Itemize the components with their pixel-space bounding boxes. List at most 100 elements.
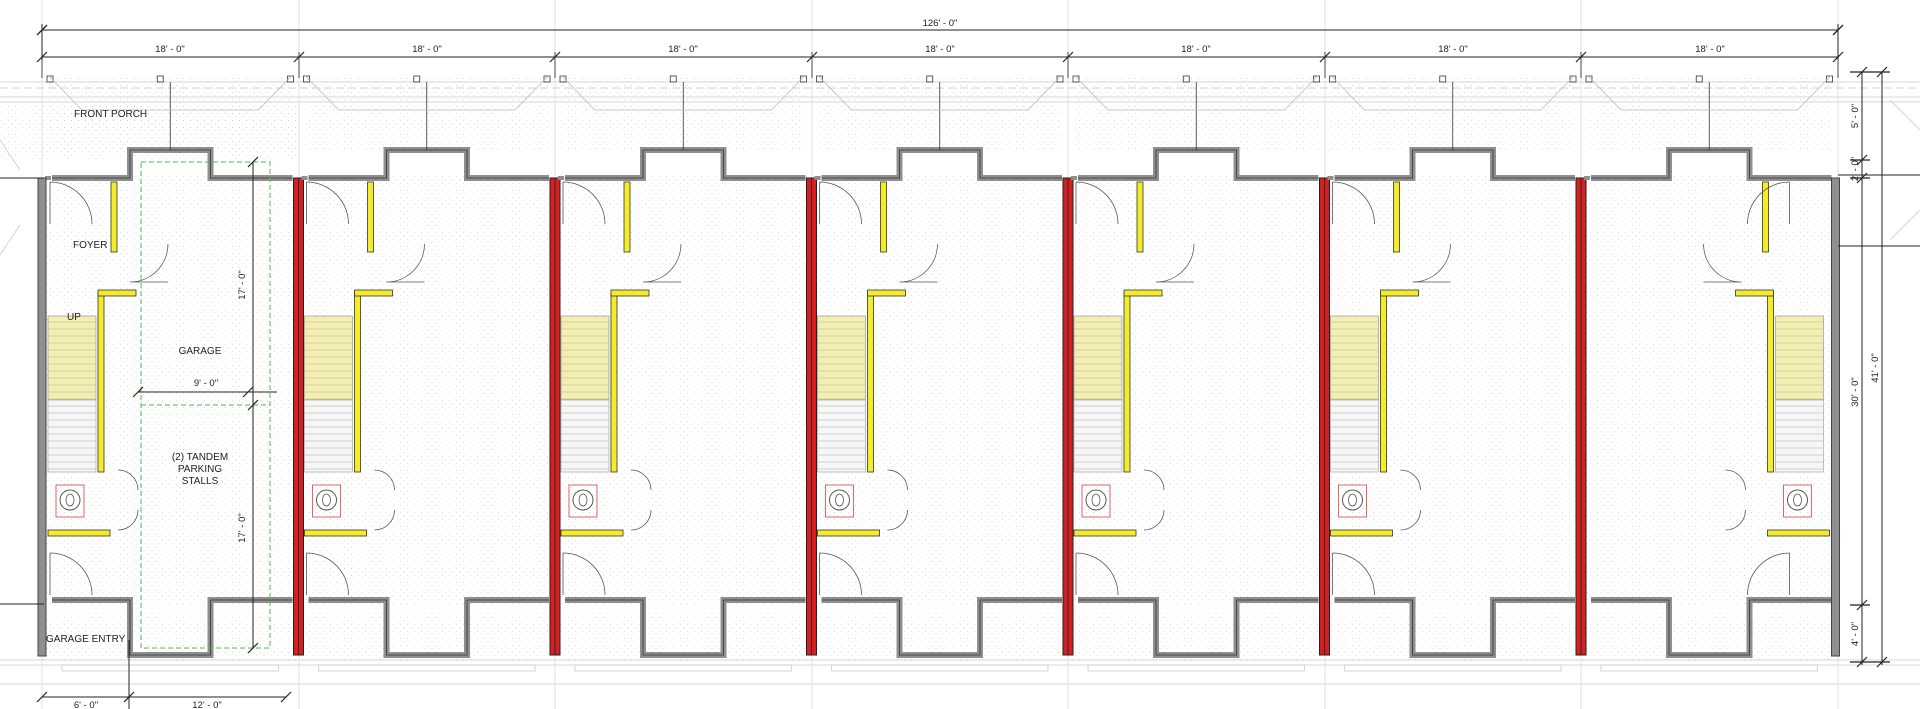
- porch-post: [1569, 75, 1577, 83]
- stair: [1330, 315, 1379, 473]
- door-swing: [1075, 552, 1119, 596]
- stair: [304, 315, 353, 473]
- toilet: [1085, 489, 1107, 511]
- door-swing: [49, 181, 93, 225]
- floor-stipple: [0, 75, 1837, 660]
- stair-wall: [354, 291, 361, 473]
- toilet-box: [1081, 484, 1111, 518]
- toilet-box: [1783, 484, 1812, 518]
- stair-lower: [47, 399, 97, 473]
- top-wall-line: [821, 149, 1062, 179]
- overall-dimension: 126' - 0": [923, 18, 958, 29]
- closet-wall: [623, 181, 631, 253]
- closet-door: [1725, 469, 1746, 531]
- door-swing: [306, 552, 349, 596]
- stair-flight: [1073, 315, 1123, 401]
- roof-line: [1073, 74, 1319, 111]
- toilet-bowl: [835, 493, 844, 507]
- unit-width-3: 18' - 0": [668, 44, 697, 55]
- closet-wall: [880, 181, 887, 253]
- unit-3: [558, 74, 817, 672]
- closet-door: [117, 469, 139, 531]
- stair: [1073, 315, 1123, 473]
- porch-post: [1826, 75, 1833, 83]
- bottom-wall-line: [821, 599, 1062, 656]
- bottom-wall-line: [52, 599, 293, 656]
- parking-label-line-1: (2) TANDEM: [172, 452, 228, 463]
- rear-step: [1344, 664, 1562, 672]
- unit-width-5: 18' - 0": [1181, 44, 1210, 55]
- door-swing: [1747, 552, 1790, 596]
- stair-wall: [610, 291, 618, 473]
- stair-flight: [304, 315, 353, 401]
- toilet-bowl: [322, 493, 331, 507]
- powder-wall: [47, 529, 111, 537]
- stair-flight: [817, 315, 866, 401]
- powder-wall: [1073, 529, 1137, 537]
- room-labels: FRONT PORCH FOYER UP GARAGE (2) TANDEM P…: [46, 109, 228, 645]
- garage-stall-guides: 17' - 0" 17' - 0" 9' - 0": [132, 156, 277, 654]
- toilet: [572, 489, 594, 511]
- unit-width-7: 18' - 0": [1695, 44, 1724, 55]
- toilet: [59, 489, 81, 511]
- unit-1: [37, 74, 304, 672]
- closet-door: [374, 469, 395, 531]
- closet-wall: [367, 181, 374, 253]
- door-swing: [49, 552, 93, 596]
- stair-lower: [817, 399, 866, 473]
- closet-door: [630, 469, 652, 531]
- porch-post: [1329, 75, 1336, 83]
- closet-wall: [1762, 181, 1769, 253]
- door-swing: [1747, 181, 1790, 225]
- porch-post: [816, 75, 823, 83]
- toilet-box: [568, 484, 598, 518]
- top-wall-line: [1591, 149, 1832, 179]
- porch-post: [287, 75, 294, 83]
- door-swing: [129, 243, 169, 283]
- stair: [1775, 315, 1824, 473]
- stair: [817, 315, 866, 473]
- door-swing: [819, 181, 862, 225]
- garage-entry-label: GARAGE ENTRY: [46, 634, 126, 645]
- stair-wall: [867, 291, 874, 473]
- toilet-bowl: [1091, 493, 1101, 507]
- stair-wall: [1767, 291, 1774, 473]
- top-wall-line: [1078, 149, 1319, 179]
- unit-width-2: 18' - 0": [412, 44, 441, 55]
- bottom-dimensions: 6' - 0" 12' - 0": [36, 640, 292, 709]
- rear-step: [831, 664, 1049, 672]
- porch-post: [1313, 75, 1320, 83]
- stair-wall-top: [1735, 289, 1774, 297]
- porch-post: [800, 75, 807, 83]
- roof-line: [47, 74, 293, 111]
- up-label: UP: [67, 312, 81, 323]
- total-depth-dimension: 41' - 0": [1870, 353, 1881, 382]
- stair-wall-top: [97, 289, 137, 297]
- right-dimensions: 5' - 0" 2' - 0" 30' - 0" 41' - 0" 4' - 0…: [1850, 66, 1890, 668]
- porch-post: [303, 75, 310, 83]
- parking-label-line-3: STALLS: [182, 476, 219, 487]
- powder-wall: [304, 529, 367, 537]
- toilet-bowl: [578, 493, 588, 507]
- porch-post: [1439, 75, 1447, 83]
- porch-post: [1056, 75, 1064, 83]
- door-swing: [899, 243, 938, 283]
- bottom-wall-line: [308, 599, 549, 656]
- stair-flight: [560, 315, 610, 401]
- porch-post: [559, 75, 567, 83]
- roof-line: [0, 139, 21, 256]
- garage-depth-upper: 17' - 0": [237, 270, 248, 299]
- toilet: [829, 489, 850, 511]
- door-swing: [562, 552, 606, 596]
- stair-wall-top: [1380, 289, 1419, 297]
- toilet-bowl: [65, 493, 75, 507]
- door-swing: [1332, 552, 1375, 596]
- door-swing: [386, 243, 425, 283]
- parking-label-line-2: PARKING: [178, 464, 222, 475]
- closet-wall: [1136, 181, 1144, 253]
- roof-line: [817, 74, 1063, 111]
- rear-step: [318, 664, 536, 672]
- toilet: [316, 489, 337, 511]
- door-swing: [1075, 181, 1119, 225]
- roof-line: [1330, 74, 1576, 111]
